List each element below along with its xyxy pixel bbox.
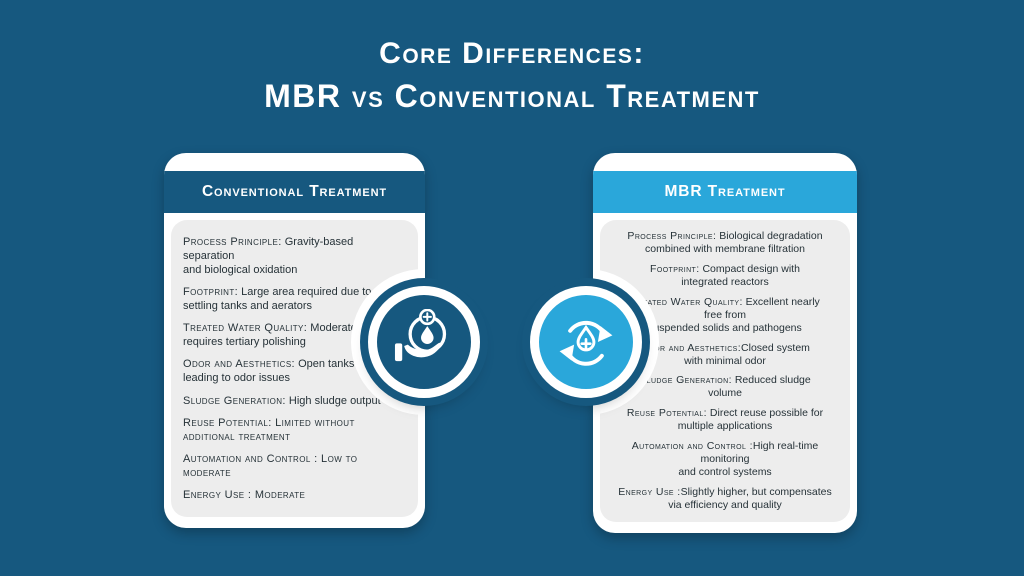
item-desc: Reduced sludge volume [708, 374, 811, 400]
recycle-water-badge [530, 286, 642, 398]
list-item: Energy Use :Slightly higher, but compens… [608, 486, 842, 512]
item-desc: Moderate [251, 488, 306, 501]
item-desc: Open tanks leading to odor issues [183, 358, 355, 385]
item-label: Odor and Aesthetics: [183, 358, 296, 371]
item-desc: Direct reuse possible for multiple appli… [677, 407, 824, 433]
item-desc: High sludge output [285, 394, 381, 407]
item-desc: Biological degradation combined with mem… [645, 230, 823, 255]
hand-holding-water-badge [368, 286, 480, 398]
item-label: Energy Use : [618, 485, 681, 498]
list-item: Process Principle: Biological degradatio… [608, 230, 842, 256]
item-desc: Closed system with minimal odor [684, 341, 810, 367]
item-label: Treated Water Quality: [183, 322, 308, 335]
list-item: Energy Use : Moderate [183, 488, 406, 502]
item-label: Process Principle: [183, 236, 282, 248]
list-item: Automation and Control : Low to moderate [183, 452, 406, 480]
card-header-conventional: Conventional Treatment [164, 171, 425, 213]
item-desc: Limited without additional treatment [183, 416, 355, 443]
list-item: Footprint: Compact design with integrate… [608, 263, 842, 289]
item-desc: Slightly higher, but compensates via eff… [668, 485, 832, 511]
item-label: Footprint: [650, 262, 700, 275]
item-label: Automation and Control : [183, 452, 318, 465]
item-label: Process Principle: [627, 230, 717, 242]
item-label: Footprint: [183, 286, 239, 299]
list-item: Automation and Control :High real-time m… [608, 440, 842, 479]
item-label: Energy Use : [183, 488, 252, 501]
item-desc: Large area required due to settling tank… [183, 286, 372, 313]
item-desc: Low to moderate [183, 452, 358, 479]
item-label: Sludge Generation: [639, 374, 732, 387]
list-item: Treated Water Quality: Excellent nearly … [608, 296, 842, 335]
card-header-conventional-label: Conventional Treatment [201, 183, 388, 200]
item-desc: High real-time monitoring and control sy… [678, 440, 819, 479]
page-title-line2: MBR vs Conventional Treatment [264, 78, 760, 114]
card-header-mbr: MBR Treatment [593, 171, 857, 213]
item-label: Automation and Control : [631, 440, 753, 453]
list-item: Sludge Generation: High sludge output [183, 394, 406, 408]
list-item: Reuse Potential: Direct reuse possible f… [608, 407, 842, 433]
hand-holding-water-drop-icon [394, 309, 447, 362]
card-header-mbr-label: MBR Treatment [664, 183, 786, 200]
list-item: Reuse Potential: Limited without additio… [183, 416, 406, 444]
item-label: Reuse Potential: [626, 407, 707, 420]
item-desc: Excellent nearly free from suspended sol… [648, 295, 820, 334]
item-label: Sludge Generation: [183, 394, 286, 407]
page-title: Core Differences: MBR vs Conventional Tr… [0, 33, 1024, 117]
list-item: Process Principle: Gravity-based separat… [183, 235, 406, 277]
list-item: Odor and Aesthetics: Open tanks leading … [183, 357, 406, 385]
item-desc: Gravity-based separation and biological … [183, 236, 354, 276]
list-item: Sludge Generation: Reduced sludge volume [608, 374, 842, 400]
page-title-line1: Core Differences: [379, 37, 645, 70]
item-desc: Compact design with integrated reactors [681, 262, 800, 288]
list-item: Footprint: Large area required due to se… [183, 285, 406, 313]
item-label: Reuse Potential: [183, 416, 272, 429]
recycle-water-drop-icon [559, 320, 613, 366]
